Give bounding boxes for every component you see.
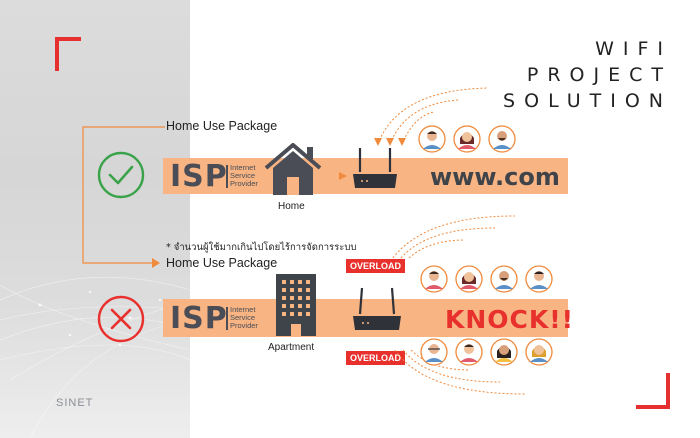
- isp-sub-line: Service: [230, 171, 256, 180]
- top-result-text: www.com: [430, 163, 560, 191]
- title-line-1: WIFI: [595, 38, 672, 60]
- bottom-isp-divider: [226, 307, 228, 330]
- top-router-icon: [353, 148, 397, 188]
- overload-badge-top: OVERLOAD: [346, 259, 406, 273]
- user-avatar-icon: [420, 338, 448, 366]
- top-package-label: Home Use Package: [166, 119, 278, 133]
- top-isp-divider: [226, 165, 228, 188]
- cross-circle-icon: [97, 295, 145, 343]
- bottom-building-caption: Apartment: [268, 342, 315, 353]
- check-circle-icon: [97, 151, 145, 199]
- brand-logo: SINET: [56, 397, 94, 409]
- corner-accent-bottom-right: [636, 373, 670, 409]
- corner-accent-top-left: [55, 37, 81, 71]
- isp-sub-line: Internet: [230, 305, 256, 314]
- house-icon: [264, 143, 322, 195]
- connector-arrowhead-icon: [152, 258, 160, 268]
- user-avatar-icon: [418, 125, 446, 153]
- top-wifi-signal-arcs: [374, 87, 489, 146]
- title-line-3: SOLUTION: [503, 90, 672, 112]
- user-avatar-icon: [490, 338, 518, 366]
- bottom-isp-subtitle: Internet Service Provider: [230, 306, 258, 330]
- overload-note: * จำนวนผู้ใช้มากเกินไปโดยไร้การจัดการระบ…: [166, 242, 357, 253]
- bottom-users-group-bottom: [420, 338, 553, 366]
- top-building-caption: Home: [278, 201, 305, 212]
- arrow-right-icon: [339, 172, 347, 180]
- bottom-users-group-top: [420, 265, 553, 293]
- user-avatar-icon: [420, 265, 448, 293]
- page-title: WIFI PROJECT SOLUTION: [503, 36, 672, 114]
- isp-sub-line: Provider: [230, 179, 258, 188]
- isp-sub-line: Provider: [230, 321, 258, 330]
- top-isp-subtitle: Internet Service Provider: [230, 164, 258, 188]
- bottom-wifi-signal-arcs: [392, 215, 526, 395]
- top-isp-label: ISP: [170, 159, 228, 194]
- user-avatar-icon: [488, 125, 516, 153]
- isp-sub-line: Service: [230, 313, 256, 322]
- bottom-router-icon: [353, 287, 401, 330]
- isp-sub-line: Internet: [230, 163, 256, 172]
- bottom-result-text: KNOCK!!: [445, 305, 575, 334]
- top-users-group: [418, 125, 516, 153]
- overload-badge-bottom: OVERLOAD: [346, 351, 406, 365]
- user-avatar-icon: [525, 265, 553, 293]
- user-avatar-icon: [455, 265, 483, 293]
- connector-line: [82, 126, 165, 268]
- bottom-package-label: Home Use Package: [166, 256, 278, 270]
- user-avatar-icon: [453, 125, 481, 153]
- user-avatar-icon: [525, 338, 553, 366]
- user-avatar-icon: [490, 265, 518, 293]
- bottom-isp-label: ISP: [170, 301, 228, 336]
- title-line-2: PROJECT: [526, 64, 672, 86]
- background-panel: [0, 0, 190, 438]
- apartment-building-icon: [276, 274, 316, 336]
- user-avatar-icon: [455, 338, 483, 366]
